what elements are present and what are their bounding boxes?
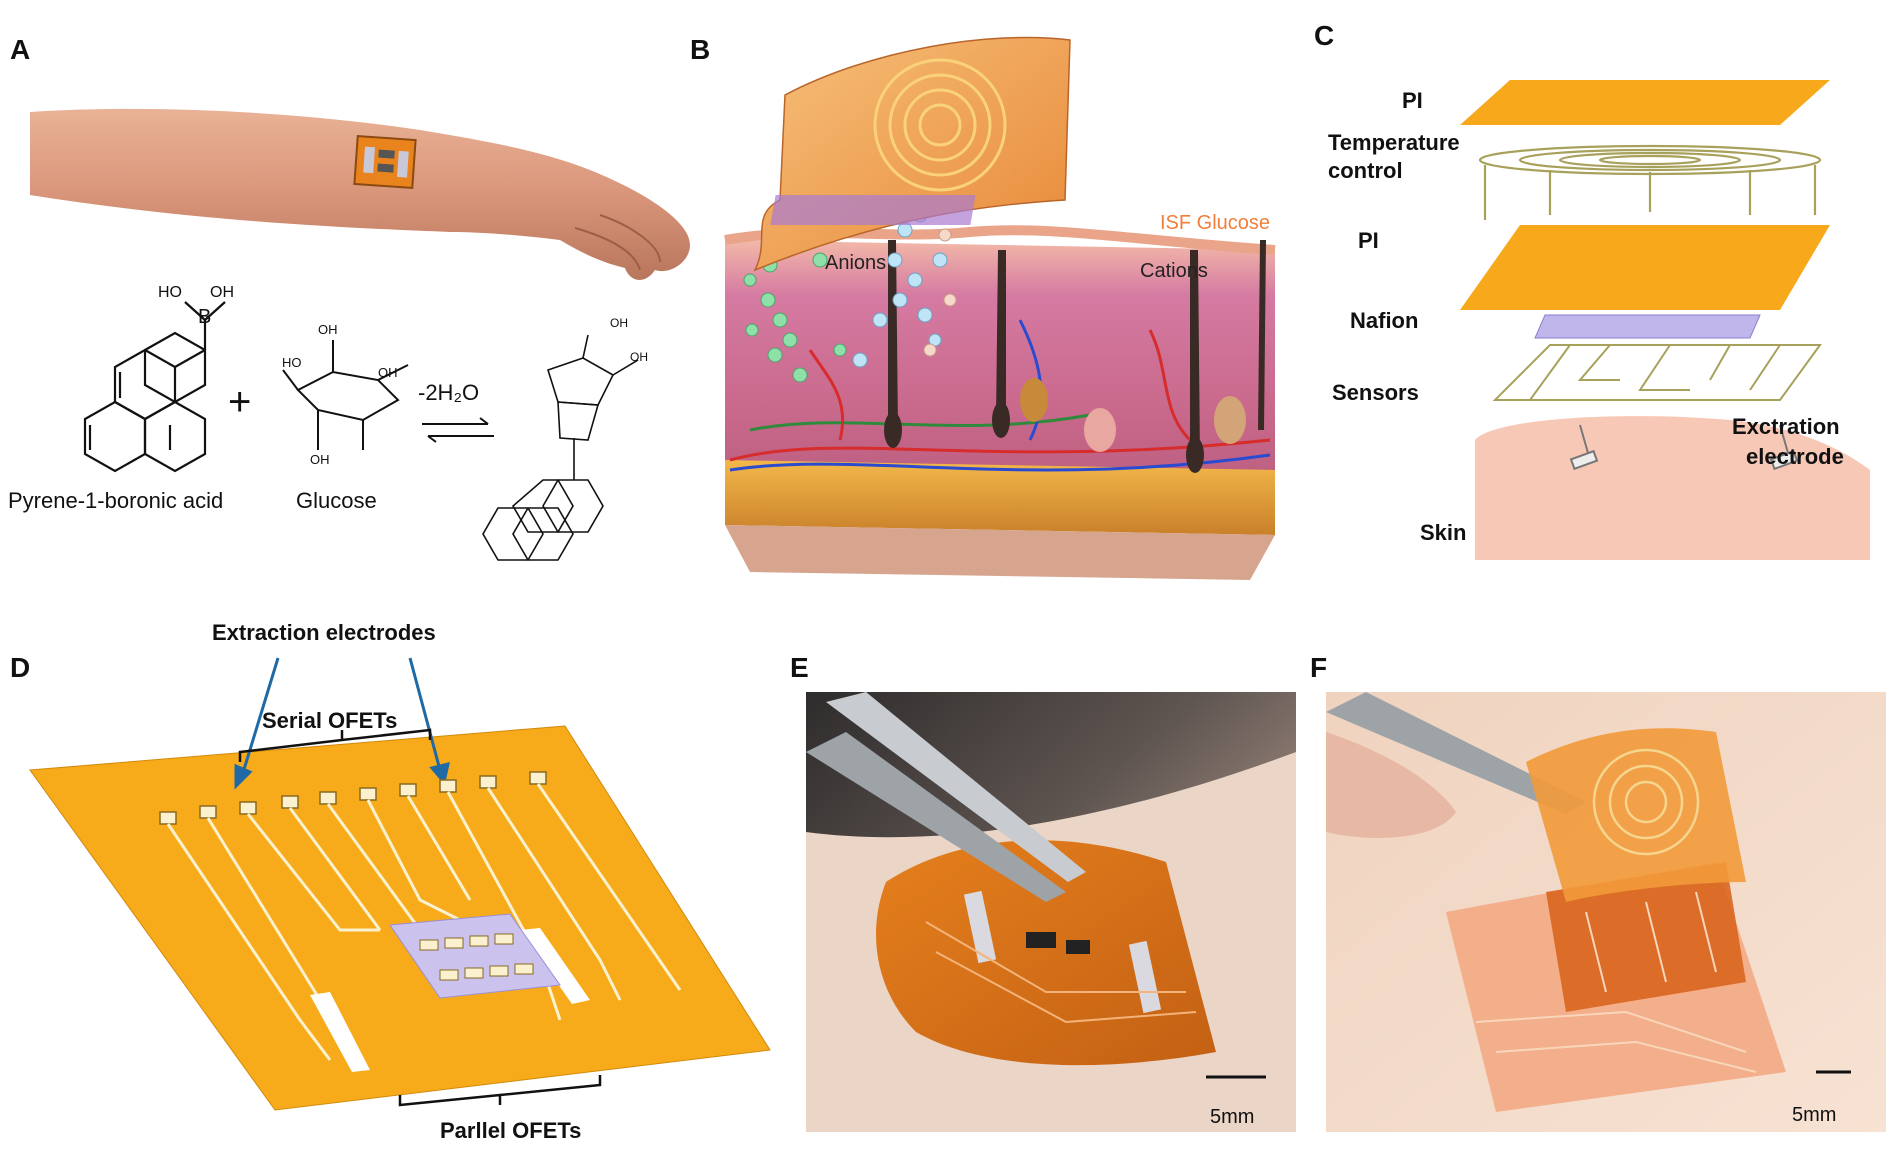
panel-d: D Extraction electrodes Serial OFETs Par… [0,600,780,1150]
boronic-oh-right: OH [210,284,234,301]
ofet-device-layout [29,657,771,1111]
reaction-condition: -2H₂O [418,380,480,405]
layer-skin: Skin [1420,520,1467,545]
panel-c-label: C [1314,20,1335,51]
panel-b-label: B [690,34,711,65]
scale-bar-f-label: 5mm [1792,1104,1837,1126]
boronic-b-atom: B [198,306,212,328]
layer-electrode: electrode [1746,444,1844,469]
layer-control: control [1328,158,1403,183]
layer-sensors: Sensors [1332,380,1419,405]
layer-pi-mid: PI [1358,228,1379,253]
glucose-ho-3: HO [282,355,302,370]
panel-f-label: F [1310,652,1328,683]
arm-illustration [30,108,690,280]
panel-e-label: E [790,652,809,683]
glucose-oh-4: OH [310,452,330,467]
panel-e: E 5mm [790,640,1310,1150]
ester-oh-1: OH [630,350,648,364]
panel-f: F 5mm [1310,640,1896,1150]
panel-a: A [0,0,700,561]
wearable-patch [353,134,417,190]
glucose-name: Glucose [296,488,377,513]
glucose-oh-2: OH [378,365,398,380]
equilibrium-arrows [422,417,494,443]
layer-nafion: Nafion [1350,308,1419,333]
glucose-oh-1: OH [318,322,338,337]
panel-b: B [690,0,1330,580]
scale-bar-e-label: 5mm [1210,1106,1255,1128]
parallel-ofets-label: Parllel OFETs [440,1118,582,1143]
bent-sensor-photo [806,692,1296,1132]
panel-c: C [1310,0,1896,580]
peeled-sensor-photo [1326,692,1886,1132]
boronic-ho-left: HO [158,284,182,301]
layer-pi-top: PI [1402,88,1423,113]
boronate-ester-structure [482,334,639,561]
isf-glucose-label: ISF Glucose [1160,212,1271,234]
panel-d-label: D [10,652,31,683]
anions-label: Anions [825,252,887,274]
layer-extraction: Exctration [1732,414,1840,439]
plus-sign: + [228,380,252,424]
panel-a-label: A [10,34,31,65]
cations-label: Cations [1140,260,1208,282]
ester-oh-2: OH [610,316,628,330]
pyrene-boronic-acid-structure [83,301,226,473]
serial-ofets-label: Serial OFETs [262,708,398,733]
glucose-structure [282,340,409,450]
pyrene-boronic-acid-name: Pyrene-1-boronic acid [8,488,224,513]
skin-cross-section-illustration [724,36,1276,580]
extraction-electrodes-label: Extraction electrodes [212,620,436,645]
exploded-layer-diagram [1460,80,1870,560]
layer-temperature: Temperature [1328,130,1460,155]
